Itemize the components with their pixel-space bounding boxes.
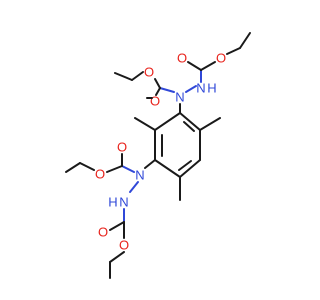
nitrogen-atom-upper-1: N (175, 90, 184, 105)
o-ethyl-bond-4 (109, 251, 125, 263)
nitrogen-atom-upper-2: N (196, 81, 205, 96)
oxygen-atom-ester-1: O (144, 65, 154, 80)
n-n-bond-upper (185, 85, 197, 93)
n-n-bond-lower (129, 181, 139, 193)
molecule-structure-diagram: N N H O O O O N N H O O O O (65, 32, 251, 279)
benzene-ring (154, 112, 201, 178)
n-c-bond (159, 87, 175, 93)
ring-bond (179, 112, 201, 131)
c-o-bond (155, 87, 161, 96)
oxygen-atom-ester-4: O (119, 238, 129, 253)
o-ethyl-bond (131, 71, 144, 81)
oxygen-atom-carbonyl-4: O (98, 225, 108, 240)
c-o-ester-bond (154, 78, 161, 89)
ethyl-bond (114, 72, 133, 81)
ring-double-bond (183, 121, 195, 132)
oxygen-atom-ester-2: O (216, 51, 226, 66)
ethyl-bond-2 (239, 32, 251, 49)
oxygen-atom-carbonyl-1: O (150, 94, 160, 109)
hydrogen-atom-lower: H (108, 195, 117, 210)
n-c-bond-3 (121, 165, 135, 173)
ethyl-bond-3 (65, 162, 81, 173)
oxygen-atom-ester-3: O (95, 167, 105, 182)
ring-bond (154, 112, 181, 131)
oxygen-atom-carbonyl-3: O (117, 140, 127, 155)
o-ethyl-bond-3 (79, 162, 95, 171)
ring-double-bond (178, 160, 192, 171)
oxygen-atom-carbonyl-2: O (177, 51, 187, 66)
methyl-bond-upper-right (199, 117, 221, 131)
nitrogen-atom-lower-2: N (119, 195, 128, 210)
c-o-double-bond-2 (187, 61, 202, 71)
c-o-double-bond-4 (109, 221, 125, 231)
o-ethyl-bond-2 (226, 47, 241, 55)
methyl-bond-upper-left (134, 117, 156, 131)
ring-bond (179, 159, 201, 178)
c-o-ester-bond-2 (200, 61, 216, 71)
ring-to-n-bond-lower (144, 159, 156, 169)
hydrogen-atom-upper: H (207, 81, 216, 96)
ring-bond (154, 159, 181, 178)
c-o-ester-bond-3 (106, 165, 123, 173)
nitrogen-atom-lower-1: N (135, 168, 144, 183)
